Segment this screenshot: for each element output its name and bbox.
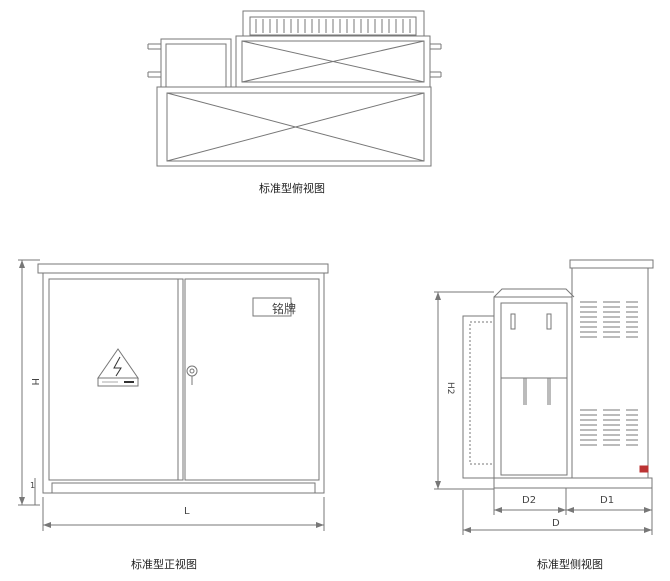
- dimension-h2-label: H2: [445, 382, 455, 395]
- front-view-caption: 标准型正视图: [131, 558, 197, 571]
- side-view-mid-roof: [493, 288, 575, 298]
- side-view-tall-cabinet: [571, 267, 649, 479]
- nameplate-label: 铭牌: [272, 301, 296, 316]
- top-view-transformer: [235, 35, 431, 88]
- side-view-vent-upper: [580, 301, 638, 338]
- front-view-left-door: [48, 278, 179, 481]
- top-view-body-inner: [166, 92, 425, 162]
- dimension-h-label: H: [29, 378, 40, 386]
- dimension-d-label: D: [552, 518, 560, 529]
- door-handle-icon: [186, 365, 198, 377]
- top-view: [147, 10, 442, 167]
- side-view: [434, 259, 654, 535]
- top-view-caption: 标准型俯视图: [259, 182, 325, 195]
- front-view: [18, 259, 329, 531]
- side-view-roof: [569, 259, 654, 269]
- front-view-right-door: [184, 278, 320, 481]
- dimension-h1-label: 1: [30, 481, 35, 490]
- front-view-base: [51, 482, 316, 494]
- top-view-left-box: [160, 38, 232, 88]
- side-view-left-compartment: [462, 315, 494, 479]
- high-voltage-warning-icon: [97, 348, 139, 387]
- side-view-vent-lower: [580, 409, 638, 446]
- side-view-caption: 标准型侧视图: [537, 558, 603, 571]
- radiator-fins: [255, 19, 411, 33]
- dimension-d2-label: D2: [522, 495, 536, 506]
- nameplate-frame: [252, 297, 292, 317]
- side-view-base: [493, 477, 653, 489]
- side-view-mid-cabinet: [493, 296, 573, 479]
- dimension-l-label: L: [184, 506, 190, 517]
- dimension-d1-label: D1: [600, 495, 614, 506]
- front-view-roof: [37, 263, 329, 274]
